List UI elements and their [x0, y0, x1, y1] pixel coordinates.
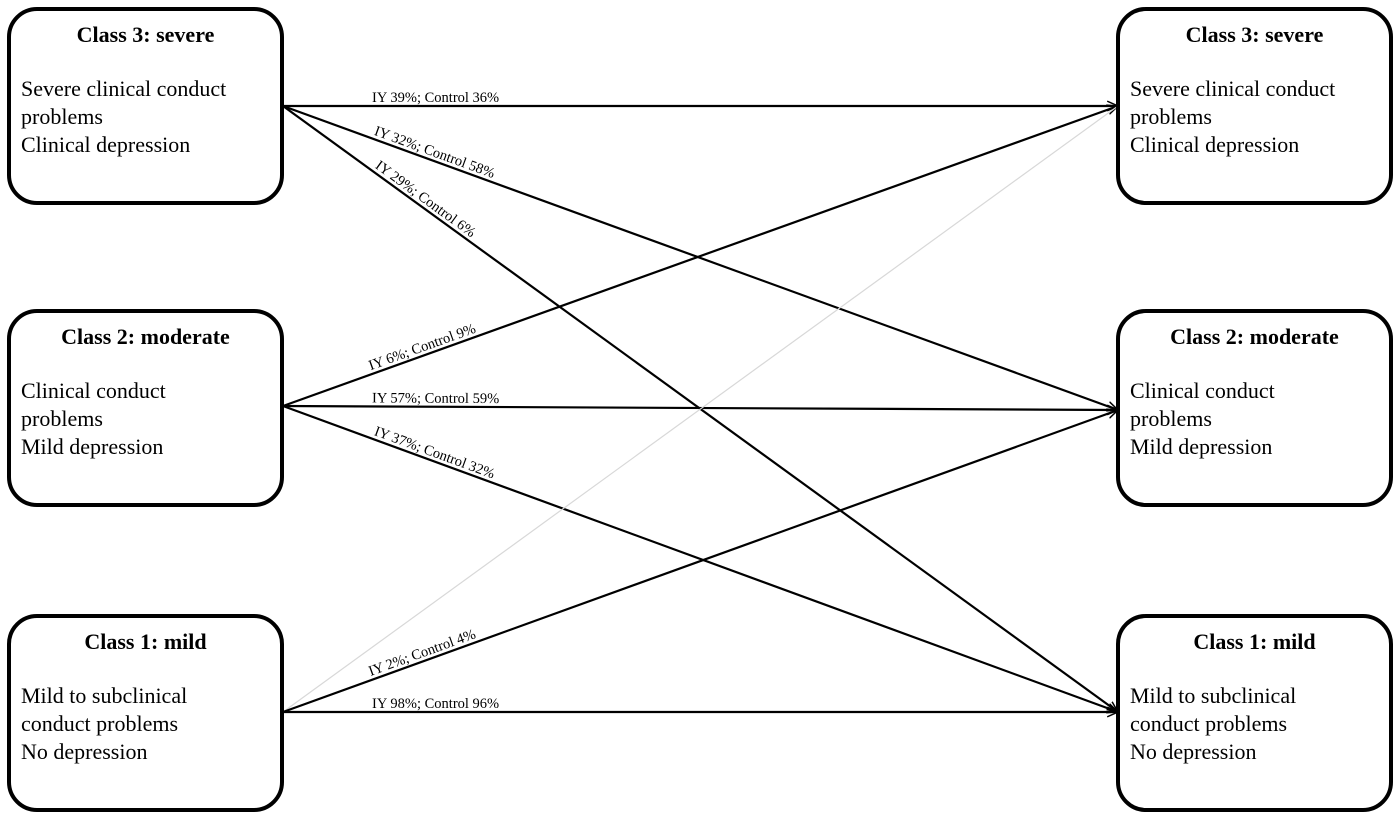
class-title: Class 1: mild	[1193, 629, 1315, 654]
class-description-line: Mild depression	[1130, 434, 1272, 459]
box-outline	[7, 309, 284, 507]
class-description-line: No depression	[1130, 739, 1256, 764]
transition-c1-to-c3	[282, 105, 1119, 713]
transition-c1-to-c1: IY 98%; Control 96%	[283, 696, 1118, 712]
transition-arrow	[282, 105, 1119, 713]
class-description-line: Mild to subclinical	[1130, 683, 1296, 708]
transition-arrow	[282, 404, 1118, 712]
class-title: Class 2: moderate	[61, 324, 230, 349]
class-description-line: problems	[1130, 104, 1212, 129]
transition-arrow	[282, 406, 1118, 410]
box-outline	[1116, 614, 1393, 812]
class-description-line: problems	[1130, 406, 1212, 431]
class-title: Class 3: severe	[1186, 22, 1324, 47]
class-description-line: Mild depression	[21, 434, 163, 459]
transition-c2-to-c2: IY 57%; Control 59%	[282, 390, 1118, 410]
box-outline	[7, 614, 284, 812]
class-description-line: Mild to subclinical	[21, 683, 187, 708]
transition-arrow	[282, 104, 1118, 410]
class-title: Class 1: mild	[84, 629, 206, 654]
transition-c3-to-c3: IY 39%; Control 36%	[283, 90, 1118, 106]
transition-label: IY 6%; Control 9%	[367, 321, 478, 374]
transition-arrow	[282, 410, 1118, 714]
class-description-line: problems	[21, 406, 103, 431]
class-title: Class 3: severe	[77, 22, 215, 47]
box-outline	[7, 7, 284, 205]
transition-label: IY 57%; Control 59%	[372, 390, 499, 407]
box-outline	[1116, 309, 1393, 507]
transition-arrow	[282, 106, 1118, 408]
class-description-line: conduct problems	[1130, 711, 1287, 736]
class-description-line: problems	[21, 104, 103, 129]
class-description-line: conduct problems	[21, 711, 178, 736]
class-description-line: No depression	[21, 739, 147, 764]
transition-label: IY 98%; Control 96%	[372, 696, 499, 712]
class-description-line: Clinical conduct	[21, 378, 166, 403]
transition-label: IY 39%; Control 36%	[372, 90, 499, 106]
transition-label: IY 37%; Control 32%	[372, 424, 497, 483]
transition-label: IY 2%; Control 4%	[367, 626, 478, 679]
transition-arrows: IY 39%; Control 36%IY 32%; Control 58%IY…	[282, 90, 1119, 714]
class-description-line: Clinical depression	[21, 132, 190, 157]
class-description-line: Clinical conduct	[1130, 378, 1275, 403]
class-title: Class 2: moderate	[1170, 324, 1339, 349]
class-description-line: Severe clinical conduct	[1130, 76, 1335, 101]
class-description-line: Severe clinical conduct	[21, 76, 226, 101]
class-description-line: Clinical depression	[1130, 132, 1299, 157]
box-outline	[1116, 7, 1393, 205]
